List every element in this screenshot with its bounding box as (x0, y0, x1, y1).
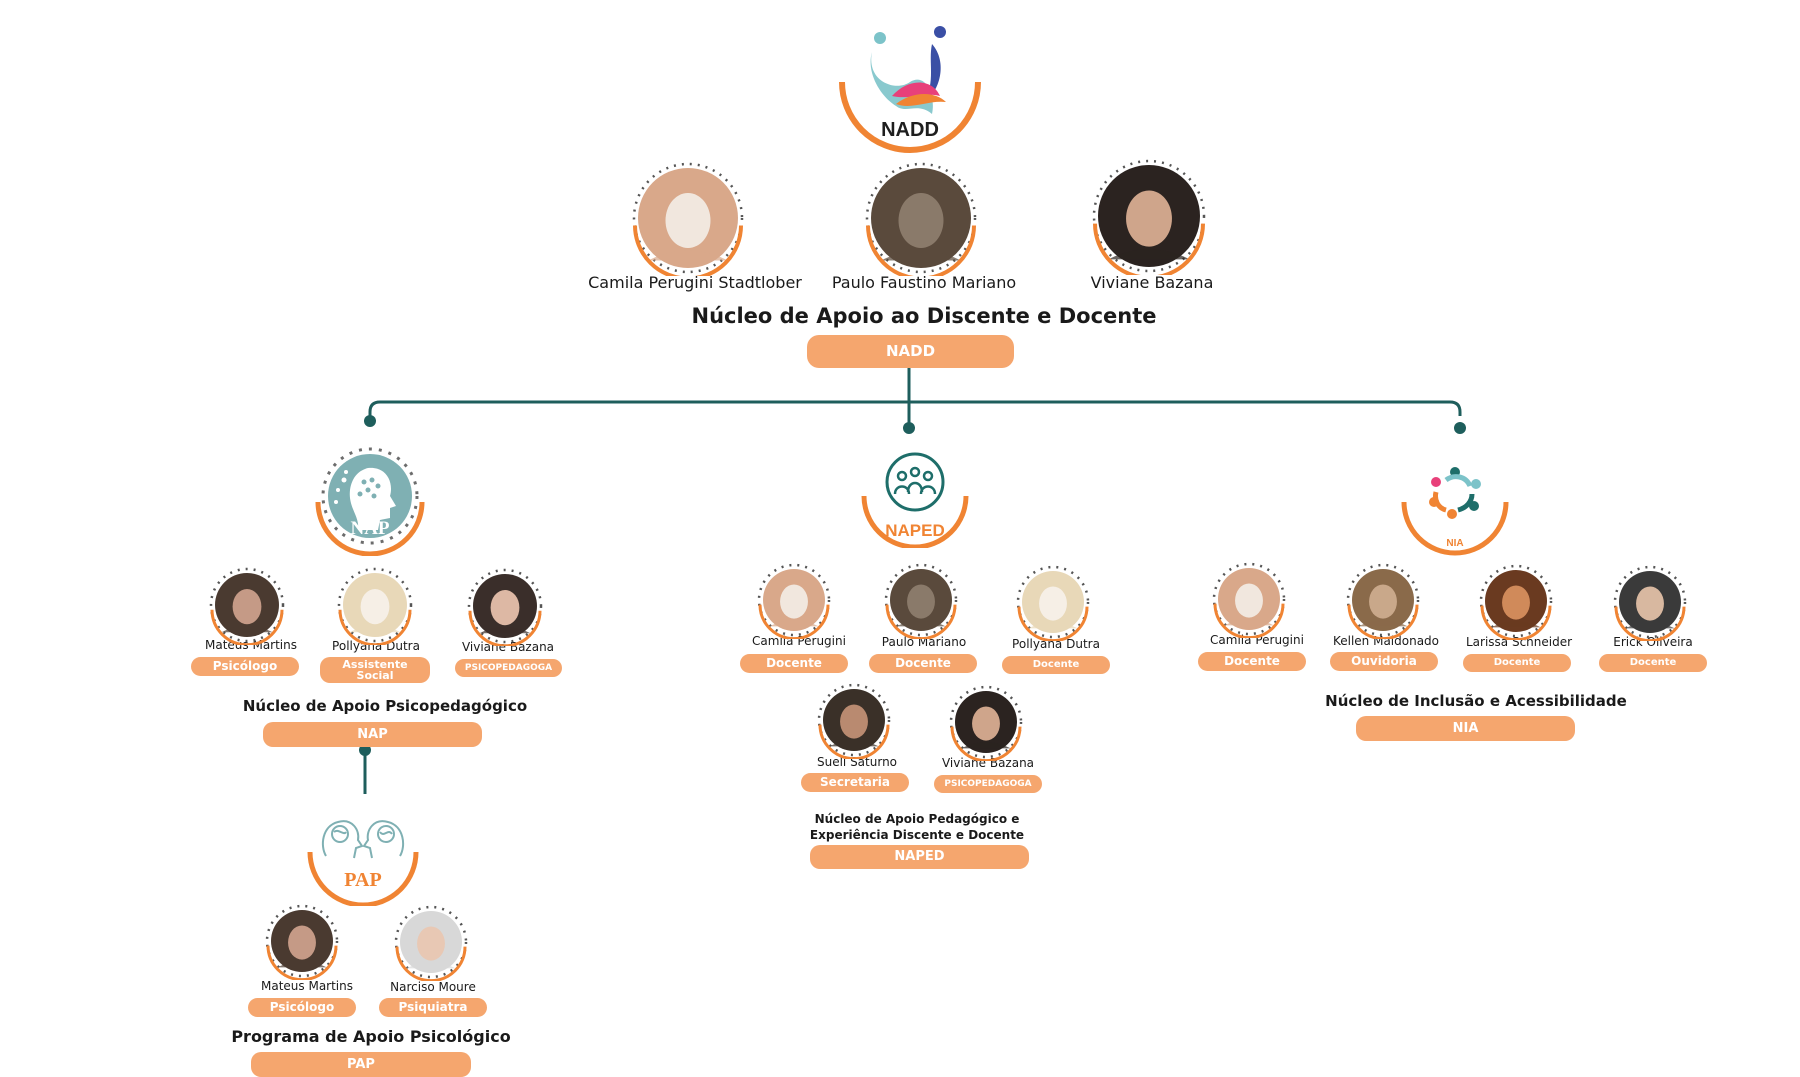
role-badge: Docente (869, 654, 977, 673)
member-photo (467, 568, 543, 646)
role-badge: PSICOPEDAGOGA (934, 775, 1042, 793)
naped-title-line1: Núcleo de Apoio Pedagógico e (814, 812, 1020, 826)
naped-logo-text: NAPED (885, 521, 945, 540)
member-name: Paulo Faustino Mariano (831, 273, 1017, 292)
role-line: Social (356, 669, 394, 682)
member-photo (337, 567, 413, 645)
member-name: Camila Perugini Stadtlober (588, 273, 802, 292)
role-badge: Docente (740, 654, 848, 673)
nadd-title: Núcleo de Apoio ao Discente e Docente (691, 304, 1157, 328)
role-badge: PSICOPEDAGOGA (455, 659, 562, 677)
nia-badge: NIA (1356, 716, 1575, 741)
role-line: Assistente (342, 658, 408, 671)
member-name: Viviane Bazana (461, 640, 555, 654)
member-name: Narciso Moure (390, 980, 476, 994)
member-photo (394, 905, 468, 981)
member-photo (265, 904, 339, 980)
member-photo (949, 685, 1023, 761)
member-name: Mateus Martins (204, 638, 298, 652)
role-badge: Psiquiatra (379, 998, 487, 1017)
role-badge: Docente (1463, 654, 1571, 672)
nadd-logo-text: NADD (881, 119, 939, 141)
role-badge: Ouvidoria (1330, 652, 1438, 671)
member-photo (1016, 565, 1090, 641)
naped-title-line2: Experiência Discente e Docente (809, 828, 1025, 842)
role-badge: Docente (1002, 656, 1110, 674)
pap-badge: PAP (251, 1052, 471, 1077)
member-name: Camila Perugini (752, 634, 846, 648)
nap-title: Núcleo de Apoio Psicopedagógico (242, 697, 528, 715)
member-photo (757, 563, 831, 639)
role-badge: Assistente Social (320, 657, 430, 683)
member-photo (209, 567, 285, 645)
role-badge: Docente (1198, 652, 1306, 671)
member-photo (1613, 565, 1687, 641)
member-name: Larissa Schneider (1465, 635, 1573, 649)
role-badge: Secretaria (801, 773, 909, 792)
role-badge: Docente (1599, 654, 1707, 672)
member-photo (1092, 159, 1206, 275)
member-name: Paulo Mariano (881, 635, 967, 649)
member-name: Erick Oliveira (1613, 635, 1693, 649)
member-photo (884, 563, 958, 639)
nap-logo: NAP (310, 446, 430, 556)
nadd-logo: NADD (836, 22, 984, 156)
member-photo (1212, 562, 1286, 638)
role-badge: Psicólogo (191, 657, 299, 676)
member-name: Pollyana Dutra (1012, 637, 1100, 651)
member-photo (1346, 563, 1420, 639)
nia-logo: NIA (1400, 462, 1510, 556)
pap-title: Programa de Apoio Psicológico (231, 1027, 511, 1046)
member-photo (865, 162, 977, 276)
role-badge: Psicólogo (248, 998, 356, 1017)
pap-logo-text: PAP (344, 869, 381, 891)
pap-logo: PAP (306, 806, 420, 906)
member-name: Viviane Bazana (1090, 273, 1214, 292)
member-name: Sueli Saturno (816, 755, 898, 769)
member-photo (1479, 564, 1553, 640)
nia-title: Núcleo de Inclusão e Acessibilidade (1325, 692, 1627, 710)
member-name: Viviane Bazana (941, 756, 1035, 770)
naped-logo: NAPED (860, 448, 970, 548)
member-photo (632, 162, 744, 276)
nap-logo-text: NAP (350, 518, 389, 539)
member-photo (817, 683, 891, 759)
naped-badge: NAPED (810, 845, 1029, 869)
member-name: Kellen Maldonado (1332, 634, 1440, 648)
nadd-badge: NADD (807, 335, 1014, 368)
nia-logo-text: NIA (1446, 538, 1463, 549)
nap-badge: NAP (263, 722, 482, 747)
member-name: Mateus Martins (260, 979, 354, 993)
member-name: Camila Perugini (1210, 633, 1304, 647)
member-name: Pollyana Dutra (332, 639, 420, 653)
